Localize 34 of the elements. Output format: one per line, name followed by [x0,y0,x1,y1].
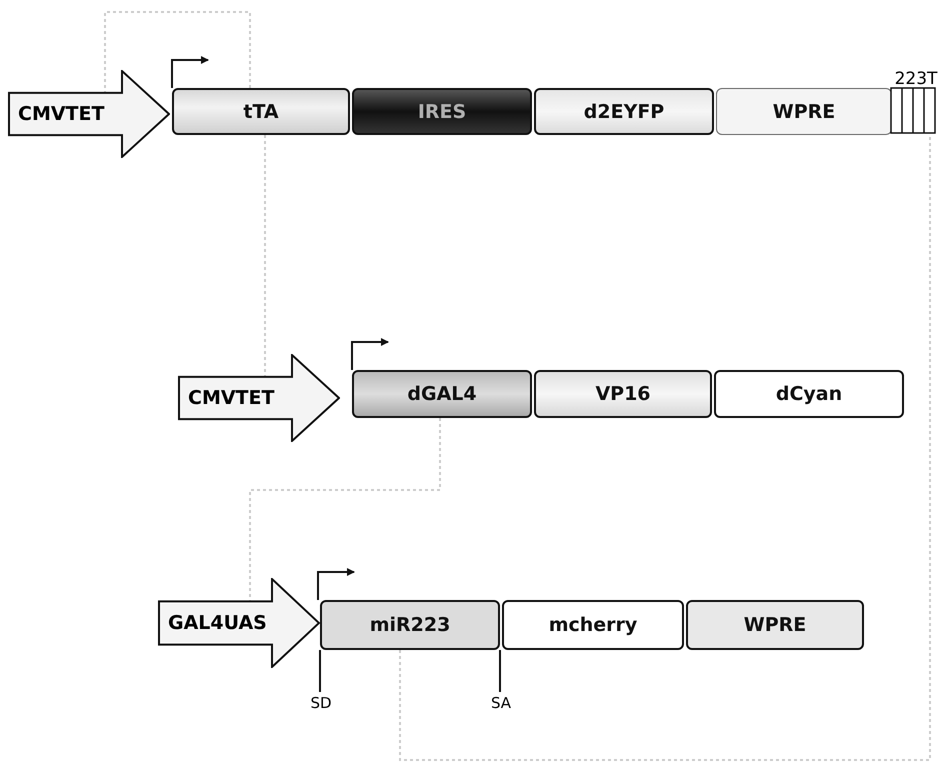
target-site-label: 223T [894,70,938,88]
promoter-label: GAL4UAS [168,612,267,634]
segment-label: d2EYFP [584,100,664,122]
gene-segment [352,88,532,135]
gene-segment [716,88,892,135]
promoter-arrow [8,70,170,158]
regulation-line [399,135,931,761]
segment-label: dGAL4 [407,383,477,405]
promoter-label: CMVTET [188,387,274,409]
gene-segment [502,600,684,650]
segment-label: WPRE [772,100,836,122]
promoter-label: CMVTET [18,103,104,125]
segment-label: mcherry [548,614,638,636]
gene-segment [320,600,500,650]
segment-label: miR223 [370,614,450,636]
segment-label: VP16 [595,383,651,405]
gene-segment [714,370,904,418]
splice-site-label: SA [486,692,516,714]
gene-segment [534,370,712,418]
gene-segment [686,600,864,650]
splice-site-label: SD [306,692,336,714]
segment-label: tTA [243,100,279,122]
promoter-arrow [178,354,340,442]
leader-line [319,650,321,692]
segment-label: IRES [418,100,466,122]
gene-segment [352,370,532,418]
leader-line [499,650,501,692]
gene-segment [534,88,714,135]
segment-label: dCyan [776,383,842,405]
regulation-line [264,135,266,377]
segment-label: WPRE [744,614,806,636]
promoter-arrow [158,578,320,668]
regulation-line [104,11,251,93]
gene-segment [172,88,350,135]
